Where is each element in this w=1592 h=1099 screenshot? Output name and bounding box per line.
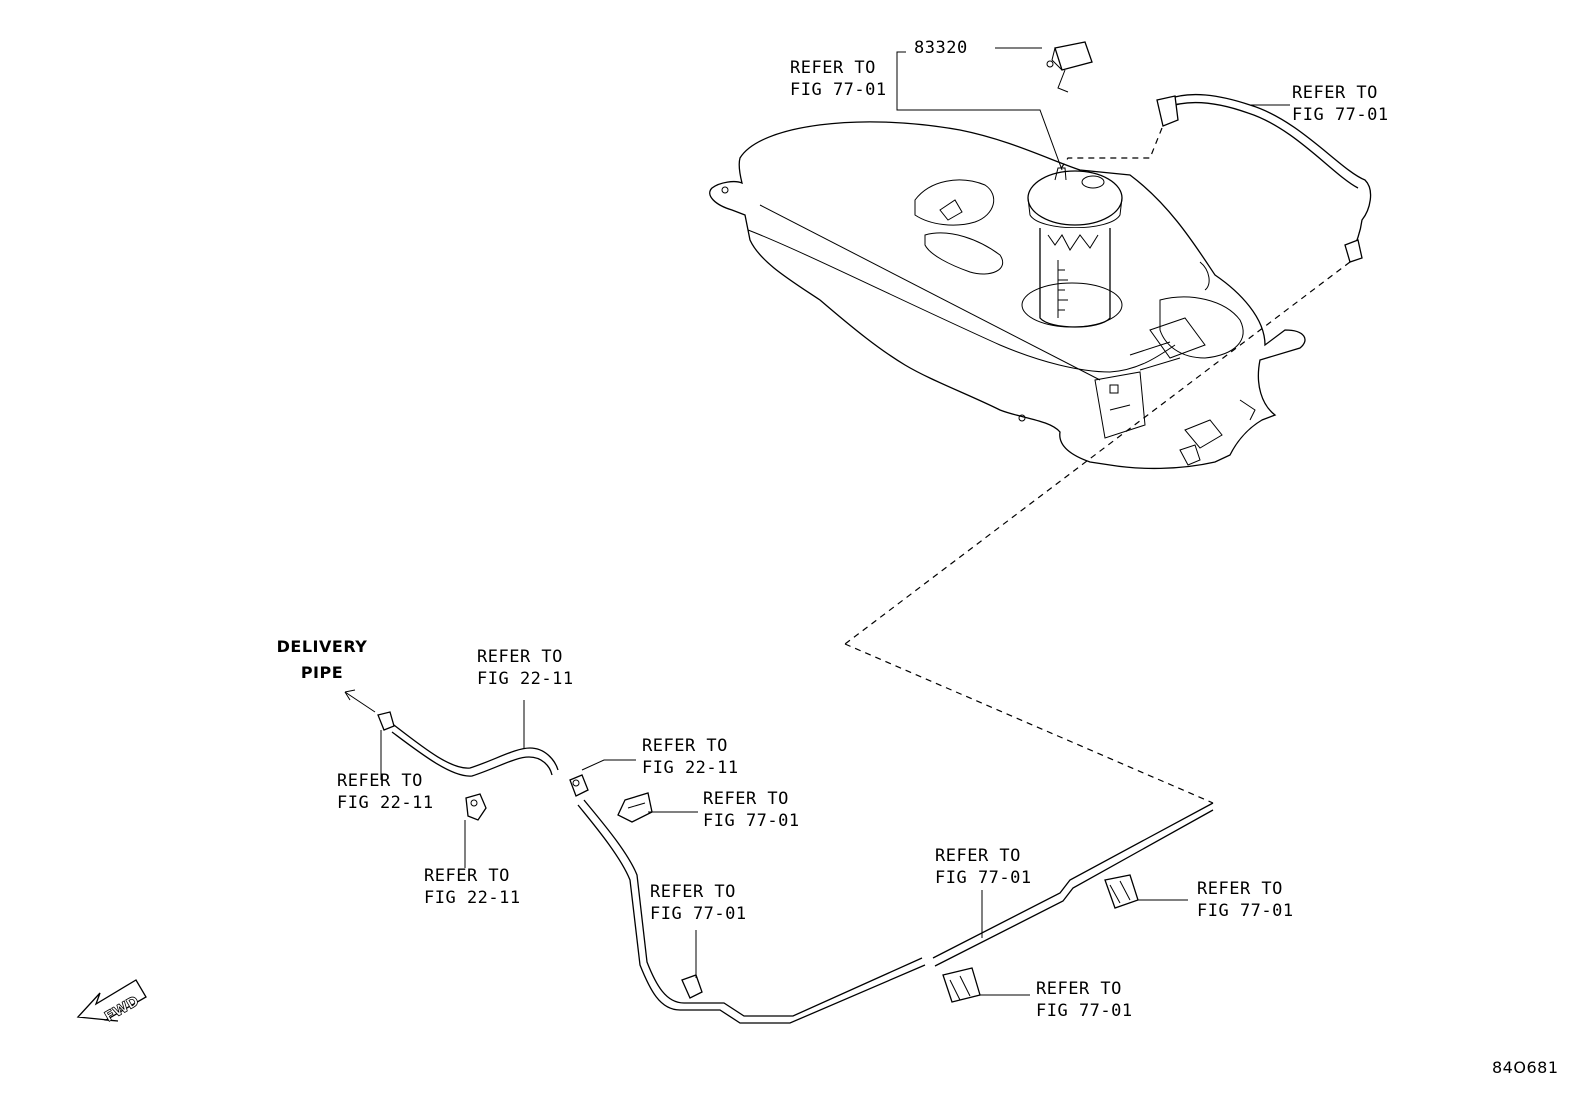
dashed-guides — [844, 127, 1351, 804]
connector-clip-2 — [681, 974, 703, 999]
hose-clamp-mid — [569, 774, 589, 797]
refer-label-pipe-end-line1: REFER TO — [337, 771, 423, 791]
refer-label-delivery-hose-line1: REFER TO — [477, 647, 563, 667]
fuel-pump-assembly — [1021, 167, 1123, 328]
leader-lines-top — [896, 47, 1290, 171]
fuel-line — [577, 799, 1214, 1024]
fuel-sender-gauge — [1046, 41, 1093, 93]
part-number-83320: 83320 — [914, 38, 968, 58]
refer-label-hose-line2: FIG 77-01 — [1292, 105, 1389, 125]
refer-label-clip3-line2: FIG 77-01 — [1197, 901, 1294, 921]
refer-label-clip4-line2: FIG 77-01 — [1036, 1001, 1133, 1021]
connector-clip-3 — [1104, 874, 1139, 909]
refer-label-clip4-line1: REFER TO — [1036, 979, 1122, 999]
refer-label-sender-line1: REFER TO — [790, 58, 876, 78]
refer-label-clip2-line2: FIG 77-01 — [650, 904, 747, 924]
refer-label-hose-clamp-line2: FIG 22-11 — [424, 888, 521, 908]
delivery-pipe-line1: DELIVERY — [276, 637, 368, 656]
fuel-tank — [709, 121, 1306, 470]
refer-label-pipe-end-line2: FIG 22-11 — [337, 793, 434, 813]
refer-label-delivery-hose-line2: FIG 22-11 — [477, 669, 574, 689]
fwd-arrow-icon: FWD — [76, 979, 147, 1026]
delivery-hose — [344, 689, 559, 777]
refer-label-clip2-line1: REFER TO — [650, 882, 736, 902]
diagram-code: 84O681 — [1492, 1058, 1559, 1077]
refer-label-fuel-line-line1: REFER TO — [935, 846, 1021, 866]
refer-label-clip3-line1: REFER TO — [1197, 879, 1283, 899]
refer-label-hose-clamp-line1: REFER TO — [424, 866, 510, 886]
delivery-pipe-line2: PIPE — [300, 663, 344, 682]
refer-label-clamp-line1: REFER TO — [642, 736, 728, 756]
connector-clip-1 — [617, 792, 653, 823]
upper-hose — [1156, 93, 1372, 263]
leader-lines-lower — [380, 700, 1188, 996]
refer-label-fuel-line-line2: FIG 77-01 — [935, 868, 1032, 888]
refer-label-clip1-line1: REFER TO — [703, 789, 789, 809]
refer-label-clip1-line2: FIG 77-01 — [703, 811, 800, 831]
hose-clamp-left — [465, 793, 487, 821]
refer-label-hose-line1: REFER TO — [1292, 83, 1378, 103]
connector-clip-4 — [942, 967, 981, 1003]
refer-label-sender-line2: FIG 77-01 — [790, 80, 887, 100]
refer-label-clamp-line2: FIG 22-11 — [642, 758, 739, 778]
